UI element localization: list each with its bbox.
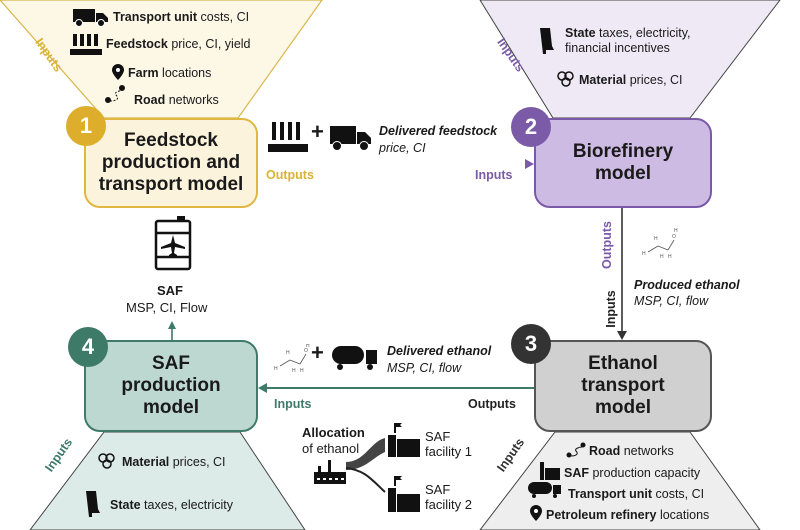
flow-2-3-sub: MSP, CI, flow <box>634 294 709 308</box>
flow-3-4-inputs-label: Inputs <box>274 397 312 411</box>
saf-facility-2-icon <box>388 476 420 512</box>
model-4-box[interactable]: SAF production model <box>84 340 258 432</box>
flow-3-4-title: Delivered ethanol <box>387 344 492 358</box>
model-1-title: Feedstock production and transport model <box>98 130 244 195</box>
allocation-title-1: Allocation <box>302 425 365 440</box>
allocation-branch-2 <box>345 467 386 493</box>
funnel-4-item-2: State taxes, electricity <box>110 498 233 512</box>
arrowhead-3-to-4 <box>258 383 267 393</box>
state-map-icon <box>86 491 100 517</box>
funnel-1-item-1: Transport unit costs, CI <box>113 10 250 24</box>
flow-2-3-title: Produced ethanol <box>634 278 740 292</box>
flow-3-4-outputs-label: Outputs <box>468 397 516 411</box>
tanker-truck-icon <box>528 482 561 498</box>
funnel-1-item-2: Feedstock price, CI, yield <box>106 37 251 51</box>
model-1-number-badge: 1 <box>66 106 106 146</box>
flow-2-3-outputs-label: Outputs <box>599 221 614 269</box>
svg-text:O: O <box>304 348 308 354</box>
saf-barrel-icon <box>154 216 192 271</box>
funnel-3 <box>479 431 761 530</box>
saf-output-sub: MSP, CI, Flow <box>126 300 208 315</box>
route-icon <box>105 85 125 103</box>
model-2-box[interactable]: Biorefinery model <box>534 118 712 208</box>
svg-text:H: H <box>300 368 304 374</box>
flow-2-3-inputs-label: Inputs <box>603 290 618 328</box>
arrowhead-2-to-3 <box>617 331 627 340</box>
flow-1-2-title: Delivered feedstock <box>379 124 498 138</box>
refinery-icon <box>314 460 346 484</box>
svg-text:O: O <box>672 234 676 240</box>
model-4-title: SAF production model <box>121 353 221 418</box>
flow-1-2-outputs-label: Outputs <box>266 168 314 182</box>
molecule-icon <box>98 453 115 469</box>
funnel-2-item-2: Material prices, CI <box>579 73 683 87</box>
svg-text:H: H <box>660 254 664 260</box>
saf-output-title: SAF <box>157 283 183 298</box>
funnel-2 <box>479 0 781 119</box>
svg-text:H: H <box>654 236 658 242</box>
model-1-box[interactable]: Feedstock production and transport model <box>84 118 258 208</box>
factory-icon <box>540 462 560 480</box>
tanker-truck-icon <box>332 346 377 370</box>
model-4-number-badge: 4 <box>68 327 108 367</box>
flow-3-4-plus: + <box>311 340 324 365</box>
funnel-4-item-1: Material prices, CI <box>122 455 226 469</box>
saf-facility-1-icon <box>388 423 420 457</box>
svg-text:H: H <box>668 254 672 260</box>
svg-text:H: H <box>642 251 646 257</box>
allocation-title-2: of ethanol <box>302 441 360 456</box>
flow-1-2-inputs-label: Inputs <box>475 168 513 182</box>
funnel-2-item-1: State taxes, electricity,financial incen… <box>565 26 691 55</box>
molecule-icon <box>557 71 574 87</box>
arrowhead-1-to-2 <box>525 159 534 169</box>
allocation-branch-1 <box>346 438 385 470</box>
truck-icon <box>73 9 108 27</box>
svg-text:H: H <box>286 350 290 356</box>
funnel-3-item-1: Road networks <box>589 444 674 458</box>
funnel-3-item-3: Transport unit costs, CI <box>568 487 705 501</box>
funnel-3-item-2: SAF production capacity <box>564 466 701 480</box>
crop-icon <box>268 122 308 152</box>
model-2-number-badge: 2 <box>511 107 551 147</box>
model-3-title: Ethanol transport model <box>581 353 665 418</box>
crop-icon <box>70 34 102 55</box>
flow-1-2-plus: + <box>311 119 324 144</box>
route-icon <box>566 442 586 458</box>
model-3-number-badge: 3 <box>511 324 551 364</box>
funnel-3-item-4: Petroleum refinery locations <box>546 508 710 522</box>
truck-icon <box>330 126 371 151</box>
state-map-icon <box>540 28 554 54</box>
flow-3-4-sub: MSP, CI, flow <box>387 361 462 375</box>
flow-1-2-sub: price, CI <box>379 141 426 155</box>
model-2-title: Biorefinery model <box>572 141 674 184</box>
svg-text:H: H <box>306 344 310 349</box>
location-pin-icon <box>530 505 542 521</box>
arrowhead-saf-output <box>168 321 176 329</box>
location-pin-icon <box>112 64 124 80</box>
model-3-box[interactable]: Ethanol transport model <box>534 340 712 432</box>
svg-text:H: H <box>292 368 296 374</box>
funnel-1-item-3: Farm locations <box>128 66 212 80</box>
funnel-1-item-4: Road networks <box>134 93 219 107</box>
svg-text:H: H <box>674 228 678 234</box>
svg-text:H: H <box>274 366 278 372</box>
